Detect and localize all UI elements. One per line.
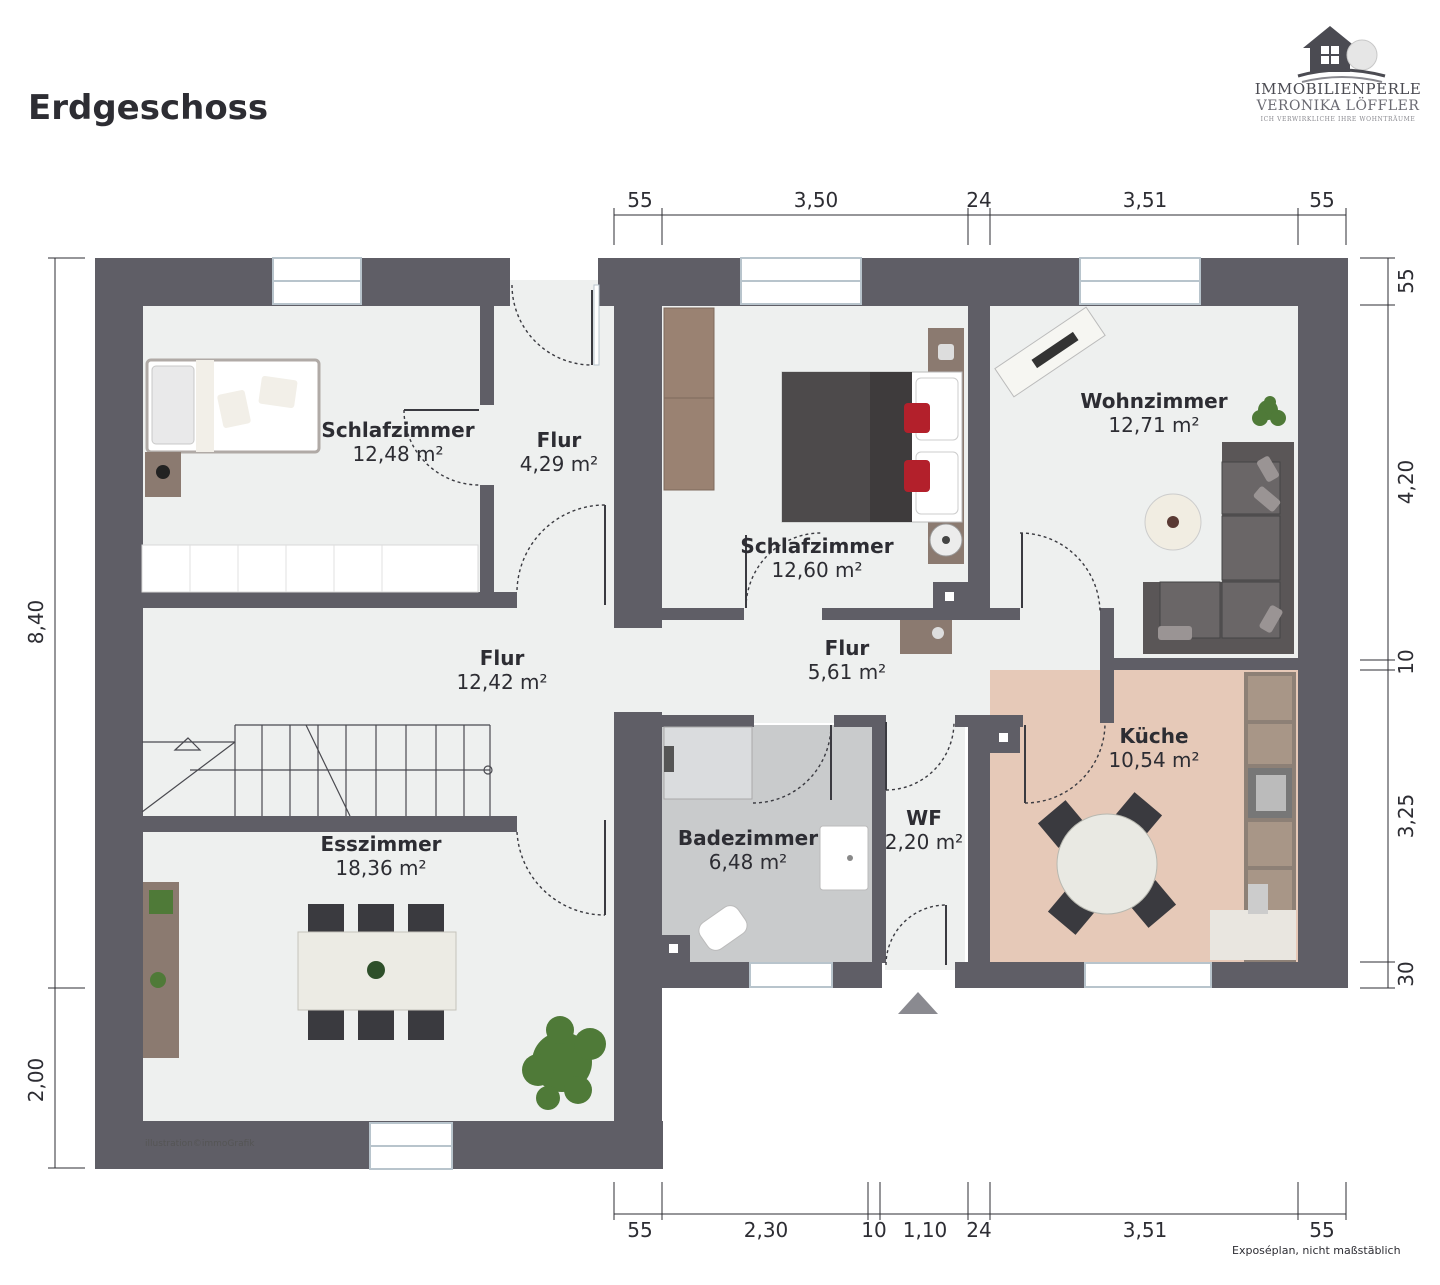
sofa (1143, 442, 1294, 654)
house-pearl-icon (1297, 26, 1386, 83)
dim-left: 8,40 (24, 599, 48, 645)
dimension-lines (48, 208, 1395, 1220)
dim-right: 3,25 (1394, 793, 1418, 839)
dim-left: 2,00 (24, 1057, 48, 1103)
dim-top: 3,51 (1122, 188, 1168, 212)
logo-line2: VERONIKA LÖFFLER (1256, 98, 1420, 114)
logo-line3: ICH VERWIRKLICHE IHRE WOHNTRÄUME (1260, 116, 1416, 123)
entrance-arrow-icon (898, 992, 938, 1014)
dim-bottom: 3,51 (1122, 1218, 1168, 1242)
bed-single (145, 358, 321, 454)
plant-large (522, 1016, 606, 1110)
bed-double (781, 328, 964, 564)
wardrobe-wood (663, 307, 715, 491)
page-title: Erdgeschoss (28, 88, 269, 128)
dim-right: 10 (1394, 649, 1418, 675)
dim-bottom: 55 (1309, 1218, 1335, 1242)
dining-round (1037, 792, 1177, 935)
door-leaves (404, 290, 1026, 965)
dim-right: 4,20 (1394, 459, 1418, 505)
shower (663, 726, 753, 800)
illustration-credit: illustration©immoGrafik (145, 1139, 255, 1149)
plant-small (1252, 396, 1286, 426)
dim-bottom: 24 (966, 1218, 992, 1242)
logo: IMMOBILIENPERLE VERONIKA LÖFFLER ICH VER… (1250, 80, 1426, 123)
dim-bottom: 1,10 (902, 1218, 948, 1242)
floor-wf (885, 720, 965, 970)
washbasin (819, 825, 869, 891)
dining-table (297, 904, 457, 1040)
dim-bottom: 55 (627, 1218, 653, 1242)
door-swings (403, 284, 1106, 966)
dim-right: 30 (1394, 961, 1418, 987)
toilet (698, 905, 748, 951)
staircase (141, 724, 493, 817)
dim-top: 3,50 (793, 188, 839, 212)
dim-bottom: 2,30 (743, 1218, 789, 1242)
sideboard-dining (143, 882, 179, 1058)
wardrobe (141, 544, 479, 593)
tv-unit (994, 306, 1106, 398)
dim-top: 55 (1309, 188, 1335, 212)
dim-top: 24 (966, 188, 992, 212)
kitchen-counter (1210, 672, 1296, 962)
dim-right: 55 (1394, 268, 1418, 294)
dim-top: 55 (627, 188, 653, 212)
dim-bottom: 10 (861, 1218, 887, 1242)
plan-note: Exposéplan, nicht maßstäblich (1232, 1244, 1401, 1257)
logo-line1: IMMOBILIENPERLE (1254, 80, 1422, 98)
sideboard (900, 620, 952, 654)
